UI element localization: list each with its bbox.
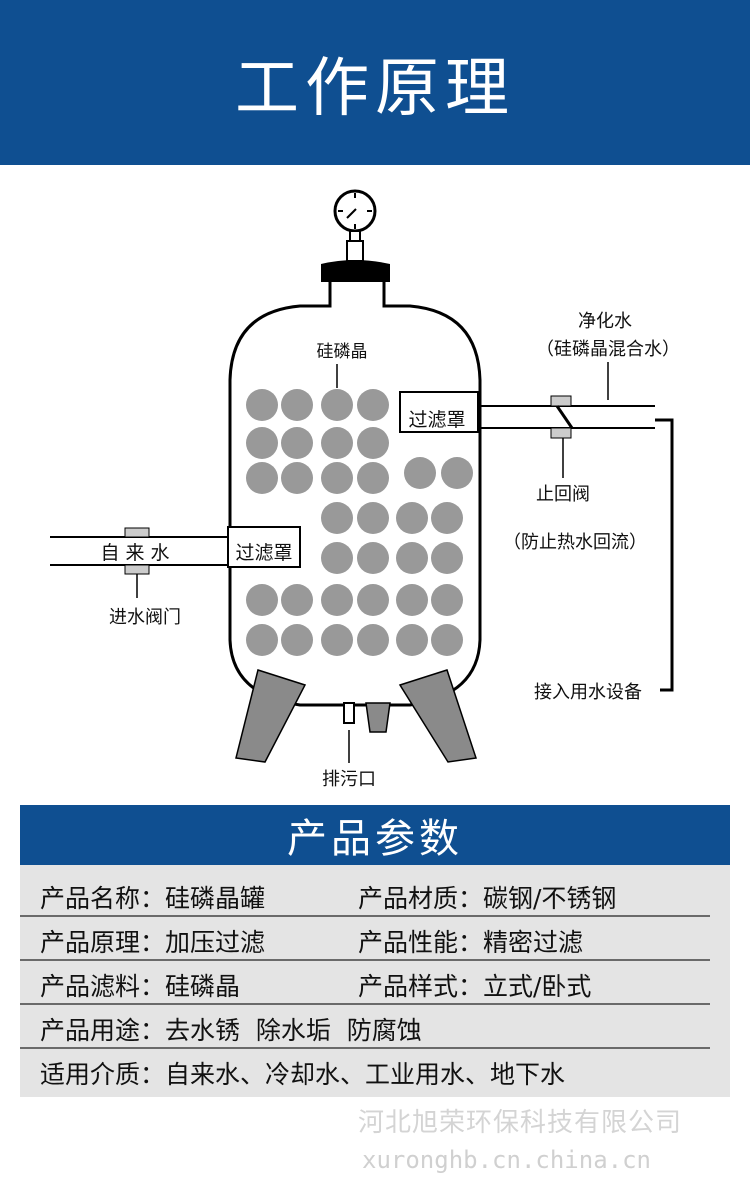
param-row: 产品原理：加压过滤 产品性能：精密过滤 xyxy=(20,917,710,961)
title-banner: 工作原理 xyxy=(0,0,750,165)
params-panel: 产品参数 产品名称：硅磷晶罐 产品材质：碳钢/不锈钢 产品原理：加压过滤 产品性… xyxy=(20,805,730,1097)
param-row: 适用介质：自来水、冷却水、工业用水、地下水 xyxy=(20,1049,710,1091)
to-equipment-label: 接入用水设备 xyxy=(534,682,642,703)
purified-water-note: （硅磷晶混合水） xyxy=(536,339,680,360)
tank-leg-right xyxy=(398,669,477,763)
purified-water-label: 净化水 xyxy=(578,311,632,332)
drain-base xyxy=(365,702,391,733)
tank-leg-left xyxy=(235,669,307,763)
param-cell: 适用介质：自来水、冷却水、工业用水、地下水 xyxy=(40,1060,566,1089)
media-label: 硅磷晶 xyxy=(317,342,368,362)
watermark-company: 河北旭荣环保科技有限公司 xyxy=(358,1108,683,1138)
param-row: 产品用途：去水锈 除水垢 防腐蚀 xyxy=(20,1005,710,1049)
drain-label: 排污口 xyxy=(322,769,376,790)
media-balls xyxy=(246,389,473,656)
params-title: 产品参数 xyxy=(287,816,463,862)
check-valve-icon xyxy=(550,395,574,439)
param-cell: 产品原理：加压过滤 xyxy=(40,928,266,957)
filter-cap-left-label: 过滤罩 xyxy=(235,542,292,564)
param-cell: 产品材质：碳钢/不锈钢 xyxy=(358,884,617,913)
filter-cap-right xyxy=(399,391,479,433)
filter-cap-right-label: 过滤罩 xyxy=(408,409,465,431)
check-valve-label: 止回阀 xyxy=(536,484,590,505)
params-header: 产品参数 xyxy=(20,805,730,865)
watermark-site: xuronghb.cn.china.cn xyxy=(362,1146,651,1174)
param-cell: 产品名称：硅磷晶罐 xyxy=(40,884,266,913)
drain-pipe xyxy=(343,702,355,724)
param-row: 产品滤料：硅磷晶 产品样式：立式/卧式 xyxy=(20,961,710,1005)
page-title: 工作原理 xyxy=(235,51,515,126)
tank-diagram: 排污口 硅磷晶 过滤罩 净化水 （硅磷晶混合水） 止回阀 （防止热水回流） 接入… xyxy=(50,189,680,790)
param-row: 产品名称：硅磷晶罐 产品材质：碳钢/不锈钢 xyxy=(20,873,710,917)
pressure-gauge-icon xyxy=(321,189,390,282)
filter-cap-left xyxy=(227,526,301,568)
check-valve-note: （防止热水回流） xyxy=(503,532,647,553)
param-cell: 产品样式：立式/卧式 xyxy=(358,972,592,1001)
param-cell: 产品用途：去水锈 除水垢 防腐蚀 xyxy=(40,1016,422,1045)
param-cell: 产品性能：精密过滤 xyxy=(358,928,584,957)
inlet-valve-label: 进水阀门 xyxy=(109,607,181,628)
param-cell: 产品滤料：硅磷晶 xyxy=(40,972,241,1001)
tap-water-label: 自 来 水 xyxy=(100,542,169,564)
